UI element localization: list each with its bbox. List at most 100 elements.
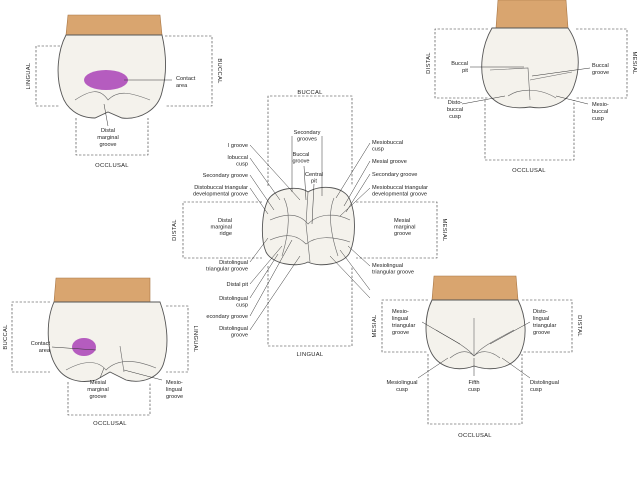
view-center: BUCCAL LINGUAL DISTAL MESIAL l groove lo… xyxy=(172,90,447,358)
center-label-econdary-groove: econdary groove xyxy=(206,314,248,320)
br-bracket-occlusal xyxy=(427,354,523,425)
tl-bracket-occlusal xyxy=(75,118,149,156)
tr-mesiobuccal-leader xyxy=(555,95,589,105)
tl-occlusal-label: OCCLUSAL xyxy=(95,163,129,169)
center-label-secondary-groove-right: Secondary groove xyxy=(372,172,417,178)
center-mesial-label: MESIAL xyxy=(441,218,447,242)
br-mesiolingual-cusp-leader xyxy=(417,357,449,379)
tr-bracket-occlusal xyxy=(484,100,575,161)
bl-contact-leader xyxy=(51,346,97,351)
br-distolingual-cusp-leader xyxy=(501,357,531,379)
tl-groove xyxy=(74,91,151,101)
bl-groove xyxy=(65,345,157,373)
br-distal-label: DISTAL xyxy=(576,315,582,337)
center-top-leaders xyxy=(291,136,323,225)
br-occlusal-label: OCCLUSAL xyxy=(458,433,492,439)
bl-root xyxy=(53,277,151,303)
bl-bracket-occlusal xyxy=(67,382,151,416)
tr-mesial-label: MESIAL xyxy=(631,51,637,75)
bl-crown xyxy=(47,301,168,382)
br-crown xyxy=(425,299,526,370)
tr-bracket-distal xyxy=(434,28,488,99)
tl-bracket-buccal xyxy=(165,35,213,107)
center-distal-label: DISTAL xyxy=(172,219,178,241)
center-bracket-buccal xyxy=(267,95,353,186)
tl-lingual-label: LINGUAL xyxy=(26,62,32,89)
tl-bracket-lingual xyxy=(35,45,60,107)
center-grooves xyxy=(269,191,351,263)
tl-contact-area-mark xyxy=(84,70,128,90)
center-buccal-label: BUCCAL xyxy=(297,90,323,96)
bl-buccal-label: BUCCAL xyxy=(3,324,9,350)
br-bracket-distal xyxy=(522,299,573,353)
bl-contact-area-mark xyxy=(72,338,96,356)
bl-mesial-marginal-leader xyxy=(99,367,105,379)
center-label-distal-pit: Distal pit xyxy=(227,282,249,288)
tl-root xyxy=(65,14,163,36)
center-bracket-lingual xyxy=(267,266,353,347)
bl-bracket-lingual xyxy=(166,305,189,373)
center-right-leaders xyxy=(329,142,371,299)
tr-root xyxy=(495,0,569,29)
tr-distal-label: DISTAL xyxy=(426,52,432,74)
center-bracket-mesial xyxy=(356,201,438,259)
br-distolingual-triangular-leader xyxy=(489,321,531,345)
center-label-secondary-groove-left: Secondary groove xyxy=(203,173,248,179)
center-lingual-label: LINGUAL xyxy=(297,352,324,358)
bl-mesiolingual-leader xyxy=(123,369,163,381)
tr-buccal-groove-leader xyxy=(531,67,591,77)
center-label-mesial-groove: Mesial groove xyxy=(372,159,407,165)
tl-buccal-label: BUCCAL xyxy=(216,58,222,84)
tr-occlusal-label: OCCLUSAL xyxy=(512,168,546,174)
tr-crown xyxy=(481,27,579,109)
bl-occlusal-label: OCCLUSAL xyxy=(93,421,127,427)
tr-groove xyxy=(489,67,573,101)
br-root xyxy=(431,275,519,301)
bl-lingual-label: LINGUAL xyxy=(192,326,198,353)
br-mesiolingual-triangular-leader xyxy=(421,321,461,345)
center-label-l-groove: l groove xyxy=(228,143,248,149)
tr-bracket-mesial xyxy=(576,28,628,99)
bl-bracket-buccal xyxy=(11,301,50,373)
br-mesial-label: MESIAL xyxy=(372,314,378,338)
tr-distobuccal-leader xyxy=(461,95,506,105)
br-bracket-mesial xyxy=(381,299,428,353)
tl-distal-marginal-leader xyxy=(103,103,109,127)
center-left-leaders xyxy=(249,144,301,331)
